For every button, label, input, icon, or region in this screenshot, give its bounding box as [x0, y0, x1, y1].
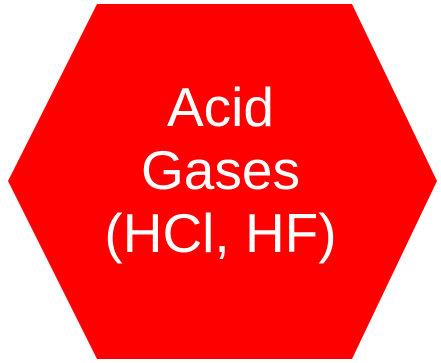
label-line-acid: Acid: [167, 76, 274, 138]
hexagon-fill: [8, 4, 437, 359]
label-line-gases: Gases: [141, 139, 300, 201]
label-line-hcl-hf: (HCl, HF): [104, 202, 337, 264]
hexagon-label: Acid Gases (HCl, HF): [40, 76, 401, 265]
